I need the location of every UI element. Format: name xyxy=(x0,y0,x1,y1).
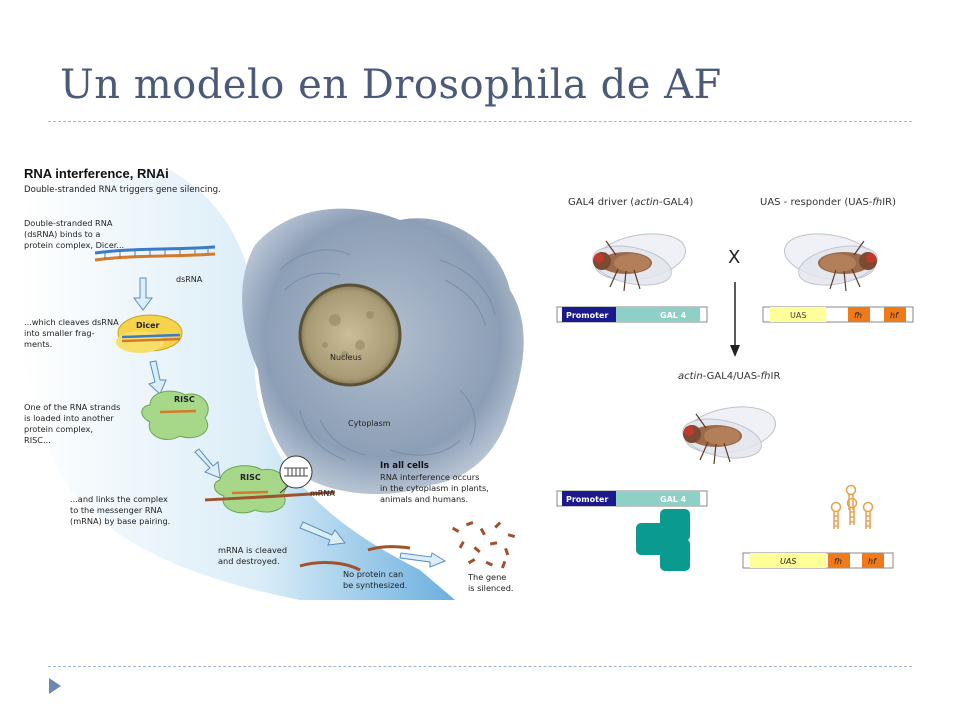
driver-caption: GAL4 driver (actin-GAL4) xyxy=(568,197,693,208)
svg-text:into smaller frag-: into smaller frag- xyxy=(24,328,95,338)
gal4-uas-cross-diagram: GAL4 driver (actin-GAL4) UAS - responder… xyxy=(556,197,914,571)
progeny-gal4-segment: GAL 4 xyxy=(660,495,687,504)
progeny-responder-construct: UAS fh hf xyxy=(742,552,894,569)
cross-symbol: X xyxy=(728,247,740,268)
responder-caption: UAS - responder (UAS-fhIR) xyxy=(760,197,896,208)
step-1-text: Double-stranded RNA (dsRNA) binds to a p… xyxy=(24,218,124,250)
driver-construct: Promoter GAL 4 xyxy=(556,306,708,323)
progeny-promoter-segment: Promoter xyxy=(566,495,608,504)
progeny-fh-segment: fh xyxy=(834,557,842,566)
all-cells-note: In all cells RNA interference occurs in … xyxy=(380,461,489,504)
rnai-diagram: Nucleus Cytoplasm RNA interference, RNAi… xyxy=(20,166,524,600)
nucleus xyxy=(298,283,402,387)
step-arrow-2 xyxy=(148,360,167,395)
svg-text:mRNA is cleaved: mRNA is cleaved xyxy=(218,545,287,555)
step-2-text: ...which cleaves dsRNA into smaller frag… xyxy=(24,317,119,349)
svg-text:be synthesized.: be synthesized. xyxy=(343,580,407,590)
dicer-label: Dicer xyxy=(136,321,160,330)
bottom-divider xyxy=(48,666,912,667)
svg-text:is loaded into another: is loaded into another xyxy=(24,413,114,423)
svg-text:RNA interference occurs: RNA interference occurs xyxy=(380,472,479,482)
progeny-caption: actin-GAL4/UAS-fhIR xyxy=(678,371,780,382)
cytoplasm-label: Cytoplasm xyxy=(348,419,391,428)
rnai-subtitle: Double-stranded RNA triggers gene silenc… xyxy=(24,185,221,195)
risc-label-2: RISC xyxy=(240,473,261,482)
dicer-complex: Dicer xyxy=(116,314,183,353)
svg-text:animals and humans.: animals and humans. xyxy=(380,494,468,504)
dsrna-molecule xyxy=(94,245,216,262)
svg-text:protein complex,: protein complex, xyxy=(24,424,93,434)
svg-text:protein complex, Dicer...: protein complex, Dicer... xyxy=(24,240,124,250)
risc-complex-1: RISC xyxy=(141,390,209,440)
responder-fh-segment: fh xyxy=(854,311,862,320)
step-5-text: mRNA is cleaved and destroyed. xyxy=(218,545,287,566)
chromatin-texture xyxy=(322,311,374,359)
gal4-protein xyxy=(636,509,690,571)
step-7-text: The gene is silenced. xyxy=(467,572,514,593)
svg-text:Double-stranded RNA: Double-stranded RNA xyxy=(24,218,113,228)
nucleus-label: Nucleus xyxy=(330,353,362,362)
step-3-text: One of the RNA strands is loaded into an… xyxy=(24,402,120,445)
svg-text:RISC...: RISC... xyxy=(24,435,51,445)
step-arrow-5 xyxy=(399,552,447,568)
cytoplasm-band xyxy=(20,170,456,600)
top-divider xyxy=(48,121,912,122)
svg-text:in the cytoplasm in plants,: in the cytoplasm in plants, xyxy=(380,483,489,493)
svg-text:to the messenger RNA: to the messenger RNA xyxy=(70,505,163,515)
hairpin-rna xyxy=(830,484,874,529)
responder-uas-segment: UAS xyxy=(790,311,806,320)
svg-text:No protein can: No protein can xyxy=(343,569,403,579)
step-arrow-3 xyxy=(194,448,221,479)
svg-text:The gene: The gene xyxy=(467,572,506,582)
step-arrow-1 xyxy=(133,277,153,311)
svg-text:...and links the complex: ...and links the complex xyxy=(70,494,168,504)
risc-complex-2: RISC xyxy=(204,455,336,514)
step-6-text: No protein can be synthesized. xyxy=(343,569,407,590)
responder-fly-image xyxy=(780,226,882,293)
risc-label-1: RISC xyxy=(174,395,195,404)
progeny-fly-image xyxy=(678,399,780,466)
svg-text:One of the RNA strands: One of the RNA strands xyxy=(24,402,120,412)
step-arrow-4 xyxy=(299,521,346,546)
svg-text:and destroyed.: and destroyed. xyxy=(218,556,280,566)
svg-text:...which cleaves dsRNA: ...which cleaves dsRNA xyxy=(24,317,119,327)
driver-promoter-segment: Promoter xyxy=(566,311,608,320)
rna-fragments xyxy=(451,521,516,569)
driver-fly-image xyxy=(588,226,690,293)
progeny-hf-segment: hf xyxy=(868,557,877,566)
driver-gal4-segment: GAL 4 xyxy=(660,311,687,320)
responder-hf-segment: hf xyxy=(890,311,899,320)
progeny-driver-construct: Promoter GAL 4 xyxy=(556,490,708,507)
cleaved-mrna xyxy=(299,545,411,572)
rnai-title: RNA interference, RNAi xyxy=(24,166,169,181)
cross-arrow xyxy=(730,282,740,357)
svg-text:(dsRNA) binds to a: (dsRNA) binds to a xyxy=(24,229,100,239)
er-texture xyxy=(279,249,496,461)
svg-text:ments.: ments. xyxy=(24,339,52,349)
dsrna-label: dsRNA xyxy=(176,275,203,284)
progeny-uas-segment: UAS xyxy=(780,557,796,566)
svg-text:(mRNA) by base pairing.: (mRNA) by base pairing. xyxy=(70,516,170,526)
responder-construct: UAS fh hf xyxy=(762,306,914,323)
mrna-label: mRNA xyxy=(310,489,335,498)
slide-title: Un modelo en Drosophila de AF xyxy=(60,62,722,108)
svg-text:In all cells: In all cells xyxy=(380,461,429,471)
step-4-text: ...and links the complex to the messenge… xyxy=(70,494,170,526)
footer-triangle-icon xyxy=(49,678,61,694)
svg-text:is silenced.: is silenced. xyxy=(468,583,514,593)
